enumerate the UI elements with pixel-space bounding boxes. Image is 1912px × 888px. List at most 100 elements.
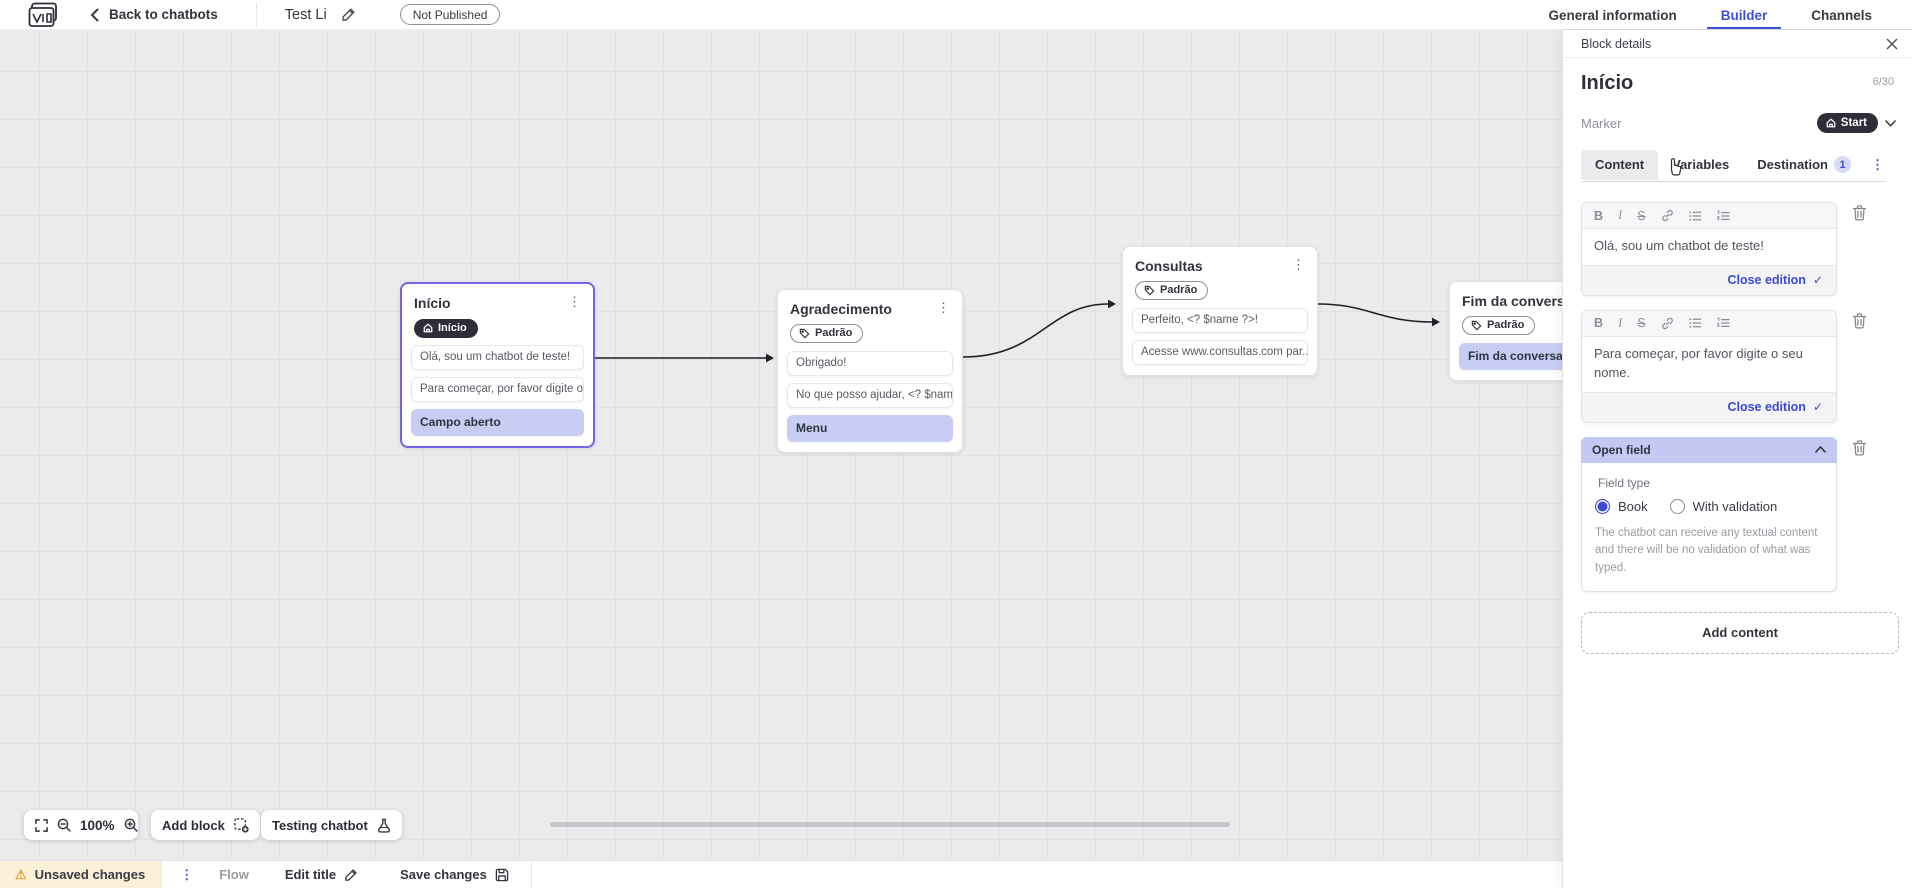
- check-icon: ✓: [1812, 400, 1823, 415]
- start-marker-pill: Início: [414, 319, 478, 338]
- chevron-down-icon: [1885, 119, 1896, 127]
- testing-chatbot-button[interactable]: Testing chatbot: [261, 810, 402, 840]
- chatbot-title[interactable]: Test Li: [284, 6, 327, 23]
- editor-footer: Close edition ✓: [1582, 391, 1836, 422]
- block-message-item[interactable]: Obrigado!: [787, 350, 953, 376]
- block-menu-dots-icon[interactable]: ⋮: [937, 300, 950, 315]
- block-menu-dots-icon[interactable]: ⋮: [568, 294, 581, 309]
- warning-icon: ⚠: [15, 866, 27, 882]
- trash-icon[interactable]: [1852, 205, 1867, 221]
- chevron-up-icon: [1815, 446, 1826, 453]
- strikethrough-icon[interactable]: S: [1637, 208, 1646, 223]
- marker-pill-label: Padrão: [1160, 284, 1198, 296]
- block-details-panel: Block details Início 6/30 Marker Start: [1562, 30, 1912, 888]
- block-head: Fim da conversa: [1459, 291, 1601, 309]
- radio-label: With validation: [1692, 498, 1778, 514]
- block-message-item[interactable]: Acesse www.consultas.com par...: [1132, 339, 1308, 365]
- panel-tab-variables[interactable]: Variables: [1672, 157, 1730, 172]
- radio-checked-icon[interactable]: [1595, 498, 1610, 514]
- editor-toolbar: B I S: [1582, 203, 1836, 229]
- app-logo-icon[interactable]: [28, 2, 60, 28]
- italic-icon[interactable]: I: [1618, 208, 1623, 222]
- open-field-title: Open field: [1592, 442, 1651, 457]
- home-icon: [1826, 118, 1836, 128]
- chevron-left-icon: [90, 8, 99, 21]
- ordered-list-icon[interactable]: [1716, 209, 1730, 222]
- flask-icon: [377, 818, 391, 833]
- topbar-divider: [255, 2, 257, 27]
- panel-tab-content[interactable]: Content: [1581, 150, 1659, 180]
- top-bar: Back to chatbots Test Li Not Published G…: [0, 0, 1912, 30]
- open-field-body: Field type Book With validation The: [1581, 462, 1837, 592]
- radio-unchecked-icon[interactable]: [1669, 498, 1685, 514]
- flow-block-agradecimento[interactable]: Agradecimento ⋮ Padrão Obrigado! No que …: [777, 289, 963, 453]
- close-edition-button[interactable]: Close edition: [1727, 400, 1806, 415]
- editor-text[interactable]: Olá, sou um chatbot de teste!: [1582, 229, 1836, 265]
- default-marker-pill: Padrão: [790, 324, 864, 343]
- status-badge: Not Published: [399, 4, 501, 25]
- zoom-in-icon[interactable]: [124, 818, 138, 832]
- block-message-item[interactable]: Olá, sou um chatbot de teste!: [411, 345, 584, 370]
- link-icon[interactable]: [1661, 209, 1674, 222]
- editor-text[interactable]: Para começar, por favor digite o seu nom…: [1582, 336, 1836, 392]
- block-action-item[interactable]: Campo aberto: [411, 409, 584, 436]
- marker-select[interactable]: Start: [1816, 113, 1896, 133]
- edit-title-pencil-icon[interactable]: [341, 7, 356, 22]
- panel-tab-destination[interactable]: Destination 1: [1743, 149, 1865, 181]
- back-label: Back to chatbots: [109, 7, 218, 22]
- block-menu-dots-icon[interactable]: ⋮: [1292, 257, 1305, 272]
- tab-general-information[interactable]: General information: [1548, 7, 1677, 23]
- close-icon[interactable]: [1886, 38, 1898, 50]
- tag-icon: [1144, 285, 1155, 295]
- italic-icon[interactable]: I: [1618, 315, 1623, 330]
- radio-option-with-validation[interactable]: With validation: [1669, 498, 1778, 514]
- bold-icon[interactable]: B: [1594, 316, 1604, 331]
- bold-icon[interactable]: B: [1594, 208, 1604, 223]
- tab-builder[interactable]: Builder: [1706, 0, 1781, 30]
- panel-tabs: Content Variables Destination 1 ⋮: [1581, 149, 1886, 182]
- trash-icon[interactable]: [1852, 313, 1867, 329]
- bullet-list-icon[interactable]: [1688, 210, 1702, 222]
- radio-option-book[interactable]: Book: [1595, 498, 1648, 514]
- flow-breadcrumb[interactable]: Flow: [219, 867, 249, 882]
- add-block-button[interactable]: Add block: [151, 810, 260, 840]
- start-pill[interactable]: Start: [1816, 113, 1878, 133]
- block-title: Consultas: [1135, 258, 1203, 274]
- block-message-item[interactable]: Perfeito, <? $name ?>!: [1132, 307, 1308, 333]
- block-name-input[interactable]: Início: [1581, 72, 1634, 94]
- open-field-header[interactable]: Open field: [1581, 436, 1837, 463]
- trash-icon[interactable]: [1852, 439, 1867, 456]
- block-message-item[interactable]: No que posso ajudar, <? $name ...: [787, 382, 953, 408]
- bottombar-menu-dots-icon[interactable]: ⋮: [180, 866, 194, 882]
- block-message-item[interactable]: Para começar, por favor digite o ...: [411, 377, 584, 402]
- flow-block-consultas[interactable]: Consultas ⋮ Padrão Perfeito, <? $name ?>…: [1122, 246, 1318, 376]
- panel-header: Block details: [1563, 30, 1912, 58]
- unsaved-changes-label: Unsaved changes: [34, 867, 146, 882]
- open-field-row: Open field Field type Book Wi: [1581, 436, 1898, 592]
- home-icon: [423, 323, 433, 333]
- add-content-button[interactable]: Add content: [1581, 611, 1899, 654]
- back-to-chatbots-button[interactable]: Back to chatbots: [90, 7, 218, 22]
- ordered-list-icon[interactable]: [1716, 317, 1730, 329]
- save-changes-button[interactable]: Save changes: [400, 867, 509, 882]
- field-type-options: Book With validation: [1595, 498, 1824, 514]
- text-editor[interactable]: B I S Para começar, por favor di: [1581, 309, 1837, 423]
- text-editor[interactable]: B I S Olá, sou um chatbot de tes: [1581, 202, 1837, 296]
- block-head: Agradecimento ⋮: [787, 299, 953, 317]
- tab-channels[interactable]: Channels: [1811, 7, 1872, 23]
- edit-title-button[interactable]: Edit title: [285, 867, 358, 882]
- unsaved-changes-indicator: ⚠ Unsaved changes: [0, 861, 163, 888]
- panel-tabs-menu-dots-icon[interactable]: ⋮: [1871, 157, 1884, 172]
- bullet-list-icon[interactable]: [1688, 317, 1702, 329]
- zoom-out-icon[interactable]: [57, 818, 71, 832]
- fullscreen-icon[interactable]: [35, 818, 48, 832]
- content-editor-row: B I S Olá, sou um chatbot de tes: [1581, 202, 1898, 296]
- edit-title-label: Edit title: [284, 867, 337, 882]
- block-action-item[interactable]: Menu: [787, 414, 953, 442]
- horizontal-scrollbar[interactable]: [550, 822, 1230, 827]
- flow-block-inicio[interactable]: Início ⋮ Início Olá, sou um chatbot de t…: [400, 282, 595, 448]
- strikethrough-icon[interactable]: S: [1637, 316, 1646, 331]
- close-edition-button[interactable]: Close edition: [1727, 273, 1806, 288]
- link-icon[interactable]: [1661, 317, 1674, 330]
